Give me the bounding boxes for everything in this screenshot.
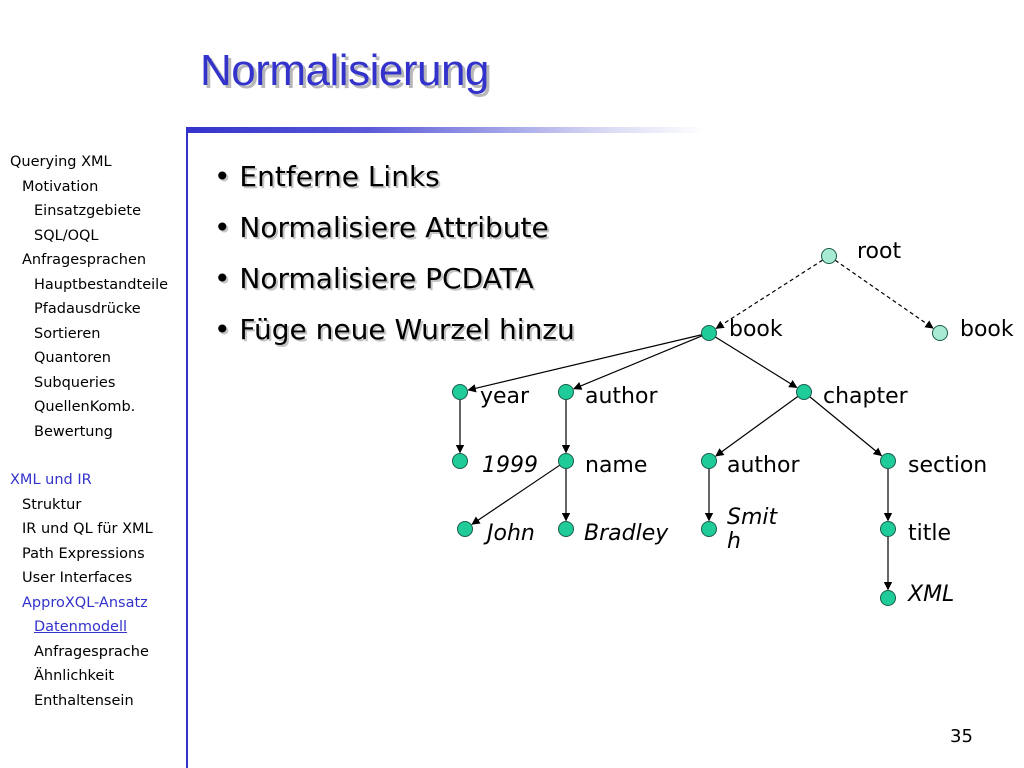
tree-edge-root-book1 <box>715 259 824 329</box>
tree-node-author2 <box>701 453 717 469</box>
sidebar-item[interactable]: Querying XML <box>10 154 112 170</box>
sidebar-item[interactable]: Datenmodell <box>34 619 128 635</box>
tree-edge-book1-year <box>467 334 702 393</box>
sidebar-item[interactable]: Struktur <box>22 496 82 513</box>
tree-node-label: 1999 <box>482 453 538 478</box>
slide-title: Normalisierung <box>200 46 489 95</box>
sidebar-item[interactable]: Quantoren <box>34 350 111 366</box>
tree-node-label: Bradley <box>584 521 669 546</box>
title-underline <box>186 127 706 133</box>
tree-node-v1999 <box>452 453 468 469</box>
tree-node-smith <box>701 521 717 537</box>
tree-node-label: XML <box>908 582 955 607</box>
tree-edge-book1-chapter <box>715 336 798 389</box>
tree-node-john <box>457 521 473 537</box>
tree-node-label: John <box>487 521 535 546</box>
tree-node-label: name <box>585 453 648 478</box>
sidebar-divider <box>186 130 188 768</box>
sidebar-item[interactable]: Pfadausdrücke <box>34 301 141 317</box>
sidebar-item[interactable]: IR und QL für XML <box>22 521 153 537</box>
bullet-item: Füge neue Wurzel hinzu <box>214 304 574 355</box>
tree-node-label: author <box>727 453 800 478</box>
sidebar-item[interactable]: Anfragesprache <box>34 643 149 660</box>
tree-node-chapter <box>796 384 812 400</box>
tree-node-root <box>821 248 837 264</box>
sidebar-item[interactable]: Bewertung <box>34 423 113 440</box>
sidebar-item[interactable]: Sortieren <box>34 325 101 342</box>
tree-edge-root-book2 <box>834 259 934 329</box>
tree-edge-chapter-author2 <box>715 395 799 457</box>
sidebar-item[interactable]: Enthaltensein <box>34 692 134 709</box>
sidebar-item[interactable]: Einsatzgebiete <box>34 203 142 219</box>
tree-node-label: year <box>480 384 530 409</box>
sidebar-item[interactable]: Subqueries <box>34 374 116 391</box>
tree-node-label: section <box>908 453 988 478</box>
sidebar-item[interactable]: Motivation <box>22 178 99 195</box>
tree-node-bradley <box>558 521 574 537</box>
sidebar-item[interactable]: Path Expressions <box>22 545 145 562</box>
tree-node-label: title <box>908 521 952 546</box>
tree-node-label: Smith <box>727 505 778 554</box>
sidebar-item[interactable]: SQL/OQL <box>34 227 99 244</box>
tree-edge-name-john <box>471 464 561 525</box>
tree-node-label: chapter <box>823 384 908 409</box>
tree-node-label: book <box>960 317 1014 342</box>
tree-node-name <box>558 453 574 469</box>
bullet-item: Normalisiere PCDATA <box>214 253 575 304</box>
sidebar-item[interactable]: Hauptbestandteile <box>34 276 169 293</box>
tree-node-book2 <box>932 325 948 341</box>
sidebar-item[interactable]: XML und IR <box>10 472 92 488</box>
bullet-item: Normalisiere Attribute <box>214 202 575 253</box>
sidebar-item[interactable]: User Interfaces <box>22 570 133 586</box>
tree-node-author1 <box>558 384 574 400</box>
tree-node-title <box>880 521 896 537</box>
bullet-list: Entferne Links Normalisiere Attribute No… <box>214 151 575 355</box>
sidebar-item[interactable]: ApproXQL-Ansatz <box>22 594 148 611</box>
tree-node-label: author <box>585 384 658 409</box>
tree-node-xml <box>880 590 896 606</box>
bullet-item: Entferne Links <box>214 151 575 202</box>
tree-node-book1 <box>701 325 717 341</box>
tree-edge-book1-author1 <box>573 335 703 390</box>
tree-node-section <box>880 453 896 469</box>
sidebar-item[interactable]: Ähnlichkeit <box>34 668 115 684</box>
page-number: 35 <box>950 726 973 747</box>
tree-node-label: root <box>857 239 902 264</box>
tree-edge-chapter-section <box>809 396 883 457</box>
tree-node-label: book <box>729 317 783 342</box>
sidebar-item[interactable]: QuellenKomb. <box>34 399 136 415</box>
sidebar-item[interactable]: Anfragesprachen <box>22 252 147 268</box>
tree-node-year <box>452 384 468 400</box>
